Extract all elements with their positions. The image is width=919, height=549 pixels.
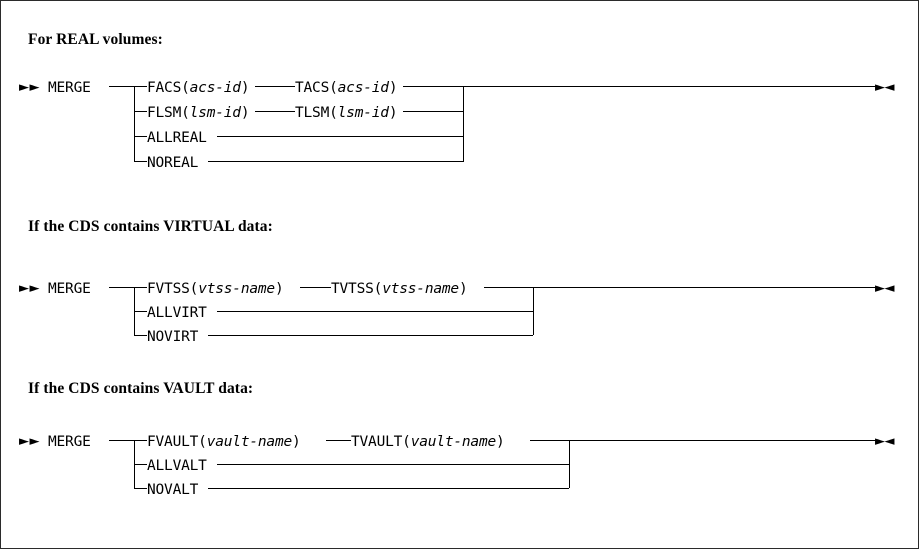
- connector-merge-to-branch: [109, 440, 134, 441]
- option-facs: FACS(acs-id): [147, 80, 250, 96]
- row-lead-2: [134, 111, 147, 112]
- row-tail-3: [217, 136, 463, 137]
- row-tail-2: [217, 464, 569, 465]
- row-mid-2: [255, 111, 295, 112]
- row-lead-1: [134, 287, 147, 288]
- section-heading-vault: If the CDS contains VAULT data:: [28, 380, 254, 397]
- start-terminator-icon: ►►: [19, 80, 40, 95]
- start-terminator-icon: ►►: [19, 434, 40, 449]
- row-tail-1: [530, 440, 569, 441]
- row-tail-3: [208, 488, 569, 489]
- connector-to-end: [463, 86, 877, 87]
- option-novalt: NOVALT: [147, 482, 199, 498]
- branch-stem-left: [134, 86, 135, 162]
- start-terminator-icon: ►►: [19, 281, 40, 296]
- option-tvtss: TVTSS(vtss-name): [331, 281, 468, 297]
- branch-join-right: [463, 86, 464, 162]
- option-allvirt: ALLVIRT: [147, 305, 207, 321]
- row-lead-1: [134, 86, 147, 87]
- option-allvalt: ALLVALT: [147, 458, 207, 474]
- row-tail-1: [484, 287, 533, 288]
- option-fvtss: FVTSS(vtss-name): [147, 281, 284, 297]
- row-lead-3: [134, 136, 147, 137]
- row-tail-1: [403, 86, 463, 87]
- section-heading-virtual: If the CDS contains VIRTUAL data:: [28, 218, 273, 235]
- connector-merge-to-branch: [109, 86, 134, 87]
- row-tail-2: [217, 311, 533, 312]
- connector-to-end: [569, 440, 877, 441]
- row-lead-1: [134, 440, 147, 441]
- option-allreal: ALLREAL: [147, 130, 207, 146]
- row-mid-1: [326, 440, 351, 441]
- end-terminator-icon: ►◄: [875, 80, 895, 95]
- row-lead-4: [134, 161, 147, 162]
- option-novirt: NOVIRT: [147, 329, 199, 345]
- row-mid-1: [300, 287, 331, 288]
- section-heading-real: For REAL volumes:: [28, 31, 163, 48]
- option-tlsm: TLSM(lsm-id): [295, 105, 398, 121]
- keyword-merge-vault: MERGE: [48, 434, 91, 450]
- branch-join-right: [569, 440, 570, 488]
- end-terminator-icon: ►◄: [875, 281, 895, 296]
- row-lead-2: [134, 464, 147, 465]
- branch-join-right: [533, 287, 534, 335]
- option-tvault: TVAULT(vault-name): [351, 434, 505, 450]
- option-tacs: TACS(acs-id): [295, 80, 398, 96]
- row-tail-2: [403, 111, 463, 112]
- option-flsm: FLSM(lsm-id): [147, 105, 250, 121]
- keyword-merge-real: MERGE: [48, 80, 91, 96]
- row-lead-2: [134, 311, 147, 312]
- row-tail-4: [208, 161, 463, 162]
- option-noreal: NOREAL: [147, 155, 199, 171]
- row-lead-3: [134, 335, 147, 336]
- end-terminator-icon: ►◄: [875, 434, 895, 449]
- row-tail-3: [208, 335, 533, 336]
- keyword-merge-virtual: MERGE: [48, 281, 91, 297]
- connector-to-end: [533, 287, 877, 288]
- row-mid-1: [255, 86, 295, 87]
- connector-merge-to-branch: [109, 287, 134, 288]
- option-fvault: FVAULT(vault-name): [147, 434, 301, 450]
- row-lead-3: [134, 488, 147, 489]
